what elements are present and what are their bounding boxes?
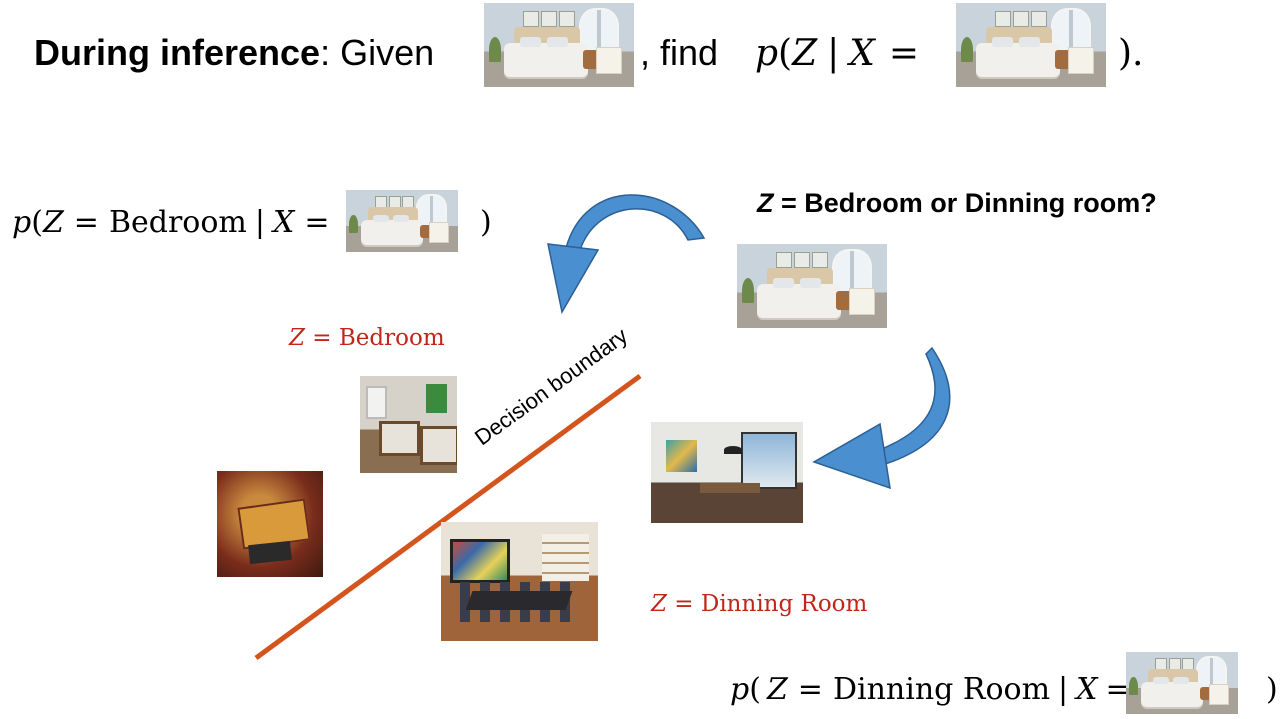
header-Z: Z — [792, 32, 818, 74]
left-Z: Z — [42, 204, 64, 240]
header-given: : Given — [320, 32, 435, 73]
bottom-X: X — [1076, 671, 1098, 707]
question-Z: Z — [757, 188, 774, 218]
bedroom-label-name: Bedroom — [338, 325, 445, 351]
header-bold: During inference — [34, 32, 321, 73]
bottom-formula-thumb — [1126, 652, 1238, 714]
bottom-p: p — [730, 671, 750, 707]
left-close-paren: ) — [480, 204, 492, 240]
bottom-Z: Z — [766, 671, 788, 707]
header-formula: p(Z | X = — [755, 18, 919, 88]
bedroom-sample-hotel — [217, 471, 323, 577]
header-close-paren: ). — [1118, 32, 1144, 74]
dining-sample-modern — [651, 422, 803, 523]
bedroom-sample-twin-beds — [360, 376, 457, 473]
dining-sample-formal — [441, 522, 598, 641]
left-formula: p(Z = Bedroom | X = — [12, 200, 329, 244]
arrow-to-bedroom-icon — [565, 194, 706, 251]
dining-label-Z: Z — [651, 591, 667, 617]
header-bedroom-thumb-2 — [956, 3, 1106, 87]
decision-boundary-line — [254, 373, 642, 661]
header-eq: = — [888, 32, 920, 74]
header-line: During inference : Given — [34, 18, 434, 88]
bedroom-class-label: Z = Bedroom — [289, 325, 445, 351]
left-bar: | — [254, 204, 265, 240]
bottom-formula: p(Z = Dinning Room | X = — [730, 666, 1131, 712]
header-find-text: , find — [640, 32, 719, 73]
bottom-close-paren: ) — [1266, 671, 1278, 707]
question-rest: = Bedroom or Dinning room? — [773, 188, 1157, 218]
left-formula-close: ) — [480, 200, 492, 244]
left-label: Bedroom — [108, 204, 247, 240]
header-close: ). — [1118, 18, 1144, 88]
left-formula-thumb — [346, 190, 458, 252]
query-bedroom-image — [737, 244, 887, 328]
header-open-paren: ( — [778, 32, 793, 74]
header-find: , find — [640, 18, 718, 88]
dining-label-name: Dinning Room — [700, 591, 868, 617]
bottom-bar: | — [1058, 671, 1069, 707]
bedroom-label-Z: Z — [289, 325, 305, 351]
bedroom-label-eq: = — [304, 325, 339, 351]
arrow-to-bedroom-head-icon — [547, 243, 600, 315]
bottom-open-paren: ( — [749, 671, 761, 707]
dining-class-label: Z = Dinning Room — [651, 591, 867, 617]
header-p: p — [755, 32, 779, 74]
question-text: Z = Bedroom or Dinning room? — [757, 188, 1157, 219]
bottom-eq: = — [797, 671, 823, 707]
left-eq: = — [73, 204, 99, 240]
header-X: X — [849, 32, 875, 74]
left-p: p — [12, 204, 32, 240]
header-bedroom-thumb-1 — [484, 3, 634, 87]
dining-label-eq: = — [666, 591, 701, 617]
left-open-paren: ( — [31, 204, 43, 240]
header-bar: | — [827, 32, 840, 74]
left-eq2: = — [304, 204, 330, 240]
left-X: X — [272, 204, 295, 240]
bottom-formula-close: ) — [1266, 666, 1278, 712]
bottom-label: Dinning Room — [832, 671, 1051, 707]
arrow-to-dining-head-icon — [812, 422, 891, 490]
